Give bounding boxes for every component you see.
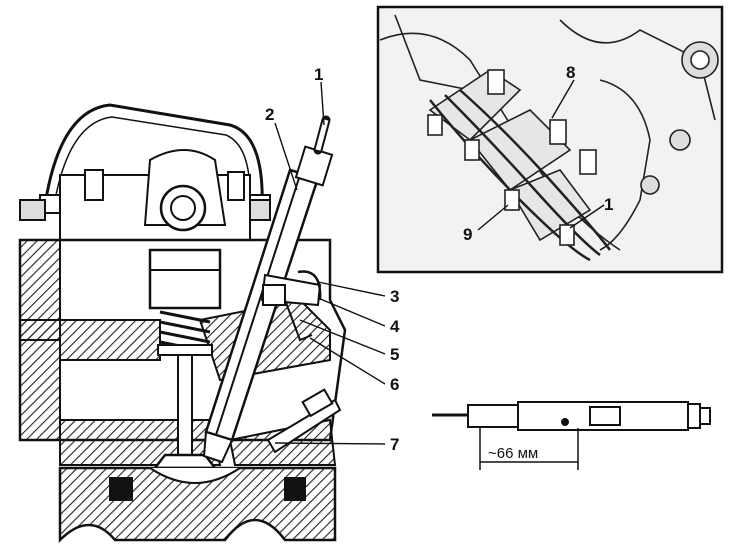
callout-5: 5 <box>390 345 399 364</box>
dimension-label: ~66 мм <box>488 445 538 462</box>
callout-6: 6 <box>390 375 399 394</box>
callout-7: 7 <box>390 435 399 454</box>
cylinder-head-section <box>18 103 347 544</box>
callout-3: 3 <box>390 287 399 306</box>
callout-1: 1 <box>314 65 323 84</box>
callout-4: 4 <box>390 317 400 336</box>
leader-lines <box>274 79 605 445</box>
callout-labels: 1 2 3 4 5 6 7 8 9 1 ~66 мм <box>265 63 613 462</box>
inset-callout-8: 8 <box>566 63 575 82</box>
inset-photo <box>376 5 724 274</box>
inset-callout-9: 9 <box>463 225 472 244</box>
injector-side-view <box>432 401 711 470</box>
injector-body <box>202 115 334 464</box>
callout-2: 2 <box>265 105 274 124</box>
inset-callout-1: 1 <box>604 195 613 214</box>
